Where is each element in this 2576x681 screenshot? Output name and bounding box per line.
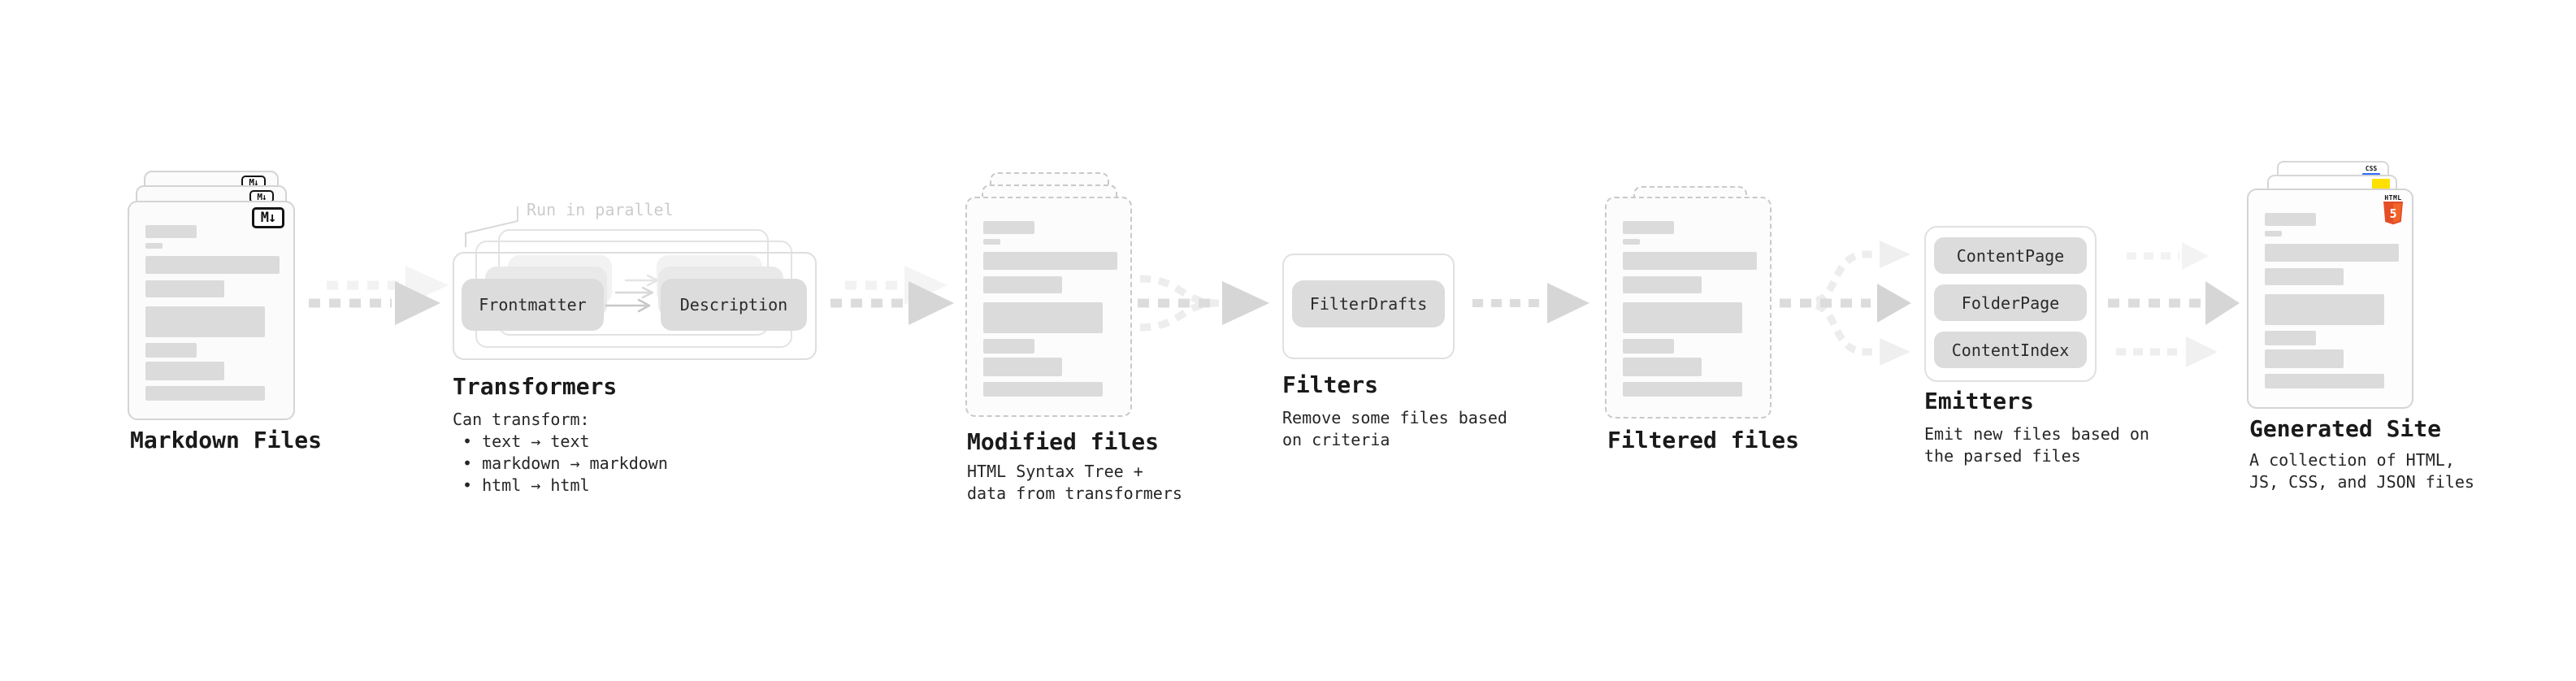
- css3-icon: CSS: [2362, 166, 2380, 176]
- emitters-description-1: Emit new files based on: [1924, 424, 2149, 444]
- emitter-pill-contentindex: ContentIndex: [1934, 332, 2087, 368]
- text-placeholder-bar: [2265, 244, 2399, 262]
- svg-text:5: 5: [2389, 206, 2396, 221]
- emitters-description-2: the parsed files: [1924, 446, 2081, 466]
- document-content-placeholder: [983, 221, 1117, 402]
- document-content-placeholder: [1623, 221, 1757, 404]
- emitter-pill-contentpage: ContentPage: [1934, 237, 2087, 274]
- generated-site-description-2: JS, CSS, and JSON files: [2249, 472, 2474, 492]
- transformers-heading: Transformers: [453, 373, 618, 400]
- filters-description-1: Remove some files based: [1282, 408, 1507, 427]
- modified-files-description-1: HTML Syntax Tree +: [967, 462, 1143, 481]
- text-placeholder-bar: [2265, 213, 2316, 226]
- markdown-files-label: Markdown Files: [130, 427, 323, 453]
- text-placeholder-bar: [145, 225, 197, 238]
- text-placeholder-bar: [2265, 349, 2344, 368]
- transformers-subtitle: Can transform:: [453, 410, 590, 429]
- text-placeholder-bar: [145, 306, 265, 337]
- emitter-pill-folderpage: FolderPage: [1934, 284, 2087, 321]
- modified-file-front: [965, 197, 1132, 417]
- text-placeholder-bar: [1623, 239, 1640, 245]
- markdown-icon: M↓: [249, 190, 274, 203]
- text-placeholder-bar: [1623, 252, 1757, 270]
- transformers-bullet-3: • html → html: [462, 475, 590, 495]
- text-placeholder-bar: [1623, 221, 1674, 234]
- text-placeholder-bar: [1623, 358, 1702, 376]
- filtered-files-label: Filtered files: [1607, 427, 1800, 453]
- text-placeholder-bar: [1623, 339, 1674, 354]
- text-placeholder-bar: [2265, 374, 2384, 388]
- text-placeholder-bar: [2265, 268, 2344, 285]
- arrow-modified-to-filters: [1138, 275, 1269, 332]
- arrow-filtered-to-emitters: [1780, 241, 1911, 366]
- emitters-heading: Emitters: [1924, 388, 2034, 414]
- document-content-placeholder: [145, 225, 280, 406]
- transformer-input-pill: Frontmatter: [462, 279, 604, 331]
- generated-site-label: Generated Site: [2249, 415, 2442, 442]
- text-placeholder-bar: [2265, 294, 2384, 325]
- text-placeholder-bar: [145, 243, 163, 249]
- text-placeholder-bar: [1623, 302, 1742, 333]
- text-placeholder-bar: [983, 252, 1117, 270]
- markdown-icon: M↓: [252, 207, 284, 228]
- text-placeholder-bar: [983, 302, 1103, 333]
- markdown-file-front: M↓: [128, 201, 295, 420]
- transformer-box-front: [453, 252, 817, 360]
- text-placeholder-bar: [983, 221, 1034, 234]
- arrow-emitters-to-site: [2108, 242, 2240, 367]
- text-placeholder-bar: [2265, 231, 2282, 236]
- text-placeholder-bar: [983, 358, 1062, 376]
- filters-description-2: on criteria: [1282, 430, 1390, 449]
- text-placeholder-bar: [983, 339, 1034, 354]
- text-placeholder-bar: [145, 280, 224, 297]
- html5-icon: HTML 5: [2383, 194, 2404, 226]
- text-placeholder-bar: [145, 386, 265, 401]
- text-placeholder-bar: [983, 276, 1062, 293]
- modified-files-label: Modified files: [967, 428, 1160, 455]
- run-in-parallel-note: Run in parallel: [527, 200, 674, 219]
- document-content-placeholder: [2265, 213, 2399, 394]
- text-placeholder-bar: [983, 239, 1000, 245]
- text-placeholder-bar: [1623, 276, 1702, 293]
- transformers-bullet-1: • text → text: [462, 432, 590, 451]
- modified-files-description-2: data from transformers: [967, 484, 1182, 503]
- text-placeholder-bar: [983, 382, 1103, 397]
- filter-drafts-pill: FilterDrafts: [1292, 280, 1445, 327]
- generated-site-description-1: A collection of HTML,: [2249, 450, 2455, 470]
- text-placeholder-bar: [145, 362, 224, 380]
- filtered-file-front: [1605, 197, 1772, 419]
- transformer-output-pill: Description: [661, 279, 807, 331]
- filters-heading: Filters: [1282, 371, 1379, 398]
- javascript-icon: [2372, 179, 2390, 189]
- text-placeholder-bar: [1623, 382, 1742, 397]
- generated-site-html-file: HTML 5: [2247, 189, 2413, 409]
- text-placeholder-bar: [2265, 331, 2316, 345]
- arrow-filters-to-filtered: [1472, 283, 1589, 323]
- text-placeholder-bar: [145, 343, 197, 358]
- text-placeholder-bar: [145, 256, 280, 274]
- arrow-transformers-to-modified: [830, 266, 954, 325]
- transformers-bullet-2: • markdown → markdown: [462, 453, 668, 473]
- arrow-markdown-to-transformers: [309, 266, 449, 325]
